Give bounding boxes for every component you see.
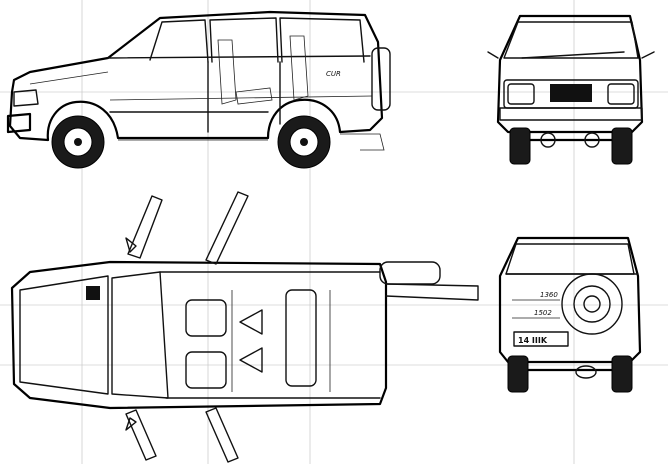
rear-wheel (277, 115, 331, 169)
side-badge: CUR (326, 70, 341, 78)
top-view (10, 191, 479, 463)
side-view: CUR (6, 10, 391, 169)
front-wheel (51, 115, 105, 169)
rear-license-plate: 14 IIIK (518, 336, 548, 345)
rear-view: 1360 1502 14 IIIK (498, 236, 642, 393)
rear-dimension-upper: 1360 (540, 291, 558, 299)
front-view (487, 14, 655, 165)
rear-dimension-lower: 1502 (534, 309, 552, 317)
